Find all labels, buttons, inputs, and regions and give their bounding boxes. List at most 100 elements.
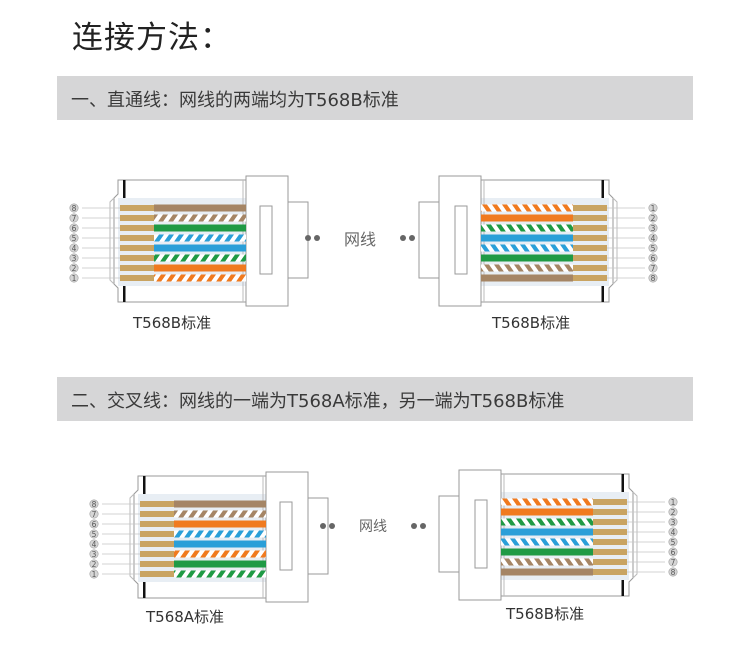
pin-number-circle: [89, 499, 99, 509]
pin-number-circle: [69, 213, 79, 223]
pin-number: 8: [92, 500, 97, 509]
pin-number-circle: [648, 203, 658, 213]
gold-contact: [120, 215, 154, 221]
section-heading-text: 一、直通线：网线的两端均为T568B标准: [71, 90, 399, 111]
pin-number: 3: [72, 254, 77, 263]
gold-contact: [120, 205, 154, 211]
wire-pin-5-blue-white: [501, 538, 593, 546]
gold-contact: [140, 511, 174, 517]
pin-number-circle: [89, 559, 99, 569]
cable-label: 网线: [359, 519, 387, 535]
pin-number-circle: [668, 567, 678, 577]
gold-contact: [120, 225, 154, 231]
pin-number: 7: [92, 510, 97, 519]
wire-pin-2-orange: [501, 508, 593, 516]
wire-pin-6-green: [481, 254, 573, 262]
wire-pin-4-blue: [501, 528, 593, 536]
pin-number-circle: [648, 263, 658, 273]
pin-number: 2: [92, 560, 97, 569]
wire-pin-1-orange-white: [501, 498, 593, 506]
page-title: 连接方法：: [72, 20, 232, 56]
pin-number: 6: [72, 224, 77, 233]
gold-contact: [120, 245, 154, 251]
wire-pin-5-blue-white: [174, 530, 266, 538]
gold-contact: [593, 529, 627, 535]
wire-pin-3-green-white: [154, 254, 246, 262]
wire-pin-6-green: [501, 548, 593, 556]
pin-number-circle: [648, 223, 658, 233]
pin-number-circle: [89, 519, 99, 529]
dots-icon: [400, 235, 416, 241]
wire-pin-4-blue: [154, 244, 246, 252]
pin-number-circle: [69, 253, 79, 263]
wire-pin-8-brown: [154, 204, 246, 212]
gold-contact: [120, 275, 154, 281]
gold-contact: [593, 549, 627, 555]
pin-number: 4: [651, 234, 656, 243]
pin-number-circle: [648, 273, 658, 283]
pin-number-circle: [668, 527, 678, 537]
gold-contact: [120, 235, 154, 241]
connector-label: T568B标准: [506, 605, 585, 623]
wire-pin-3-orange-white: [174, 550, 266, 558]
cable-link: 网线: [305, 226, 416, 250]
wire-pin-4-blue: [481, 234, 573, 242]
wire-pin-7-brown-white: [154, 214, 246, 222]
wire-pin-8-brown: [501, 568, 593, 576]
cable-label: 网线: [344, 230, 377, 249]
pin-number: 1: [651, 204, 656, 213]
gold-contact: [140, 561, 174, 567]
wire-pin-5-blue-white: [154, 234, 246, 242]
gold-contact: [593, 539, 627, 545]
dots-icon: [305, 235, 320, 241]
gold-contact: [573, 245, 607, 251]
gold-contact: [593, 499, 627, 505]
wire-pin-2-orange: [154, 264, 246, 272]
pin-number: 8: [651, 274, 656, 283]
pin-number: 3: [671, 518, 676, 527]
pin-number: 5: [92, 530, 97, 539]
pin-number-circle: [668, 557, 678, 567]
gold-contact: [140, 521, 174, 527]
pin-number-circle: [69, 273, 79, 283]
pin-number: 2: [72, 264, 77, 273]
pin-number: 6: [671, 548, 676, 557]
pin-number-circle: [648, 243, 658, 253]
pin-number-circle: [69, 223, 79, 233]
pin-number-circle: [89, 509, 99, 519]
pin-number: 2: [651, 214, 656, 223]
gold-contact: [593, 569, 627, 575]
pin-number-circle: [69, 263, 79, 273]
pin-number: 1: [72, 274, 77, 283]
pin-number-circle: [69, 233, 79, 243]
pin-number-circle: [648, 233, 658, 243]
gold-contact: [120, 255, 154, 261]
pin-number-circle: [668, 497, 678, 507]
gold-contact: [140, 501, 174, 507]
pin-number-circle: [69, 243, 79, 253]
gold-contact: [593, 559, 627, 565]
connector-label: T568B标准: [133, 314, 212, 332]
wire-pin-2-orange: [481, 214, 573, 222]
pin-number: 4: [92, 540, 97, 549]
gold-contact: [140, 531, 174, 537]
wire-pin-4-blue: [174, 540, 266, 548]
cable-link: 网线: [320, 516, 426, 536]
pin-number: 7: [651, 264, 656, 273]
pin-number: 4: [671, 528, 676, 537]
wire-pin-3-green-white: [481, 224, 573, 232]
pin-number: 2: [671, 508, 676, 517]
gold-contact: [573, 215, 607, 221]
pin-number-circle: [89, 539, 99, 549]
pin-number: 1: [92, 570, 97, 579]
pin-number: 5: [72, 234, 77, 243]
gold-contact: [140, 551, 174, 557]
pin-number-circle: [668, 537, 678, 547]
gold-contact: [140, 541, 174, 547]
